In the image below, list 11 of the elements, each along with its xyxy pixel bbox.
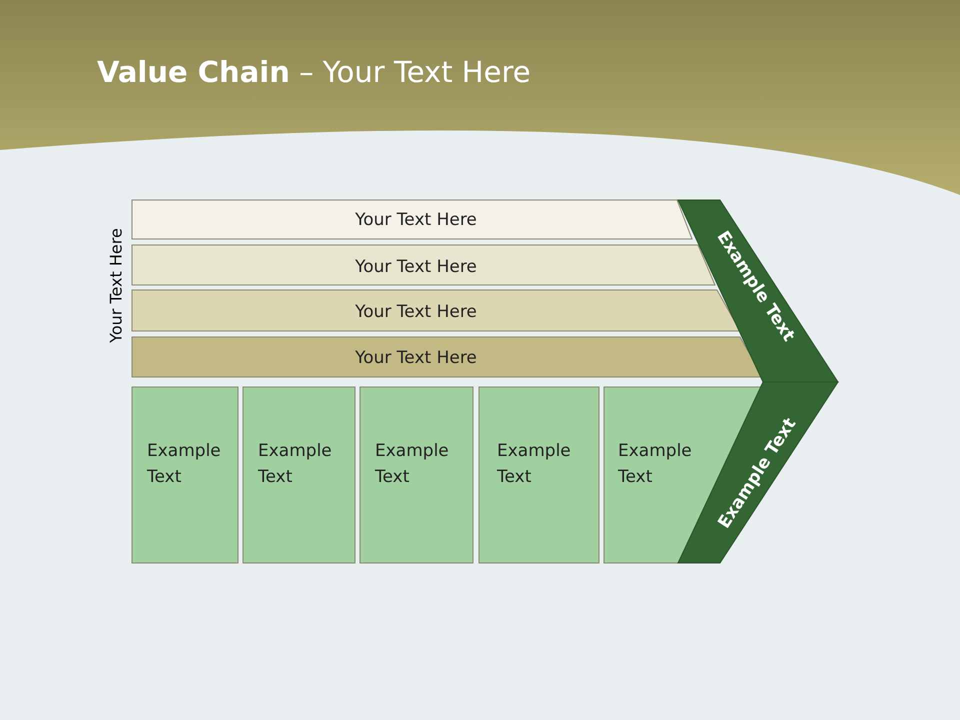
box-label: Example Text <box>258 440 333 488</box>
box-label: Example Text <box>497 440 572 488</box>
band-label: Your Text Here <box>354 256 478 279</box>
band-label: Your Text Here <box>354 347 478 370</box>
box-label: Example Text <box>147 440 222 488</box>
box-label: Example Text <box>618 440 693 488</box>
slide-title: Value Chain – Your Text Here <box>97 55 531 89</box>
band-label: Your Text Here <box>354 209 478 232</box>
side-label: Your Text Here <box>106 227 126 345</box>
box-label: Example Text <box>375 440 450 488</box>
band-label: Your Text Here <box>354 301 478 324</box>
